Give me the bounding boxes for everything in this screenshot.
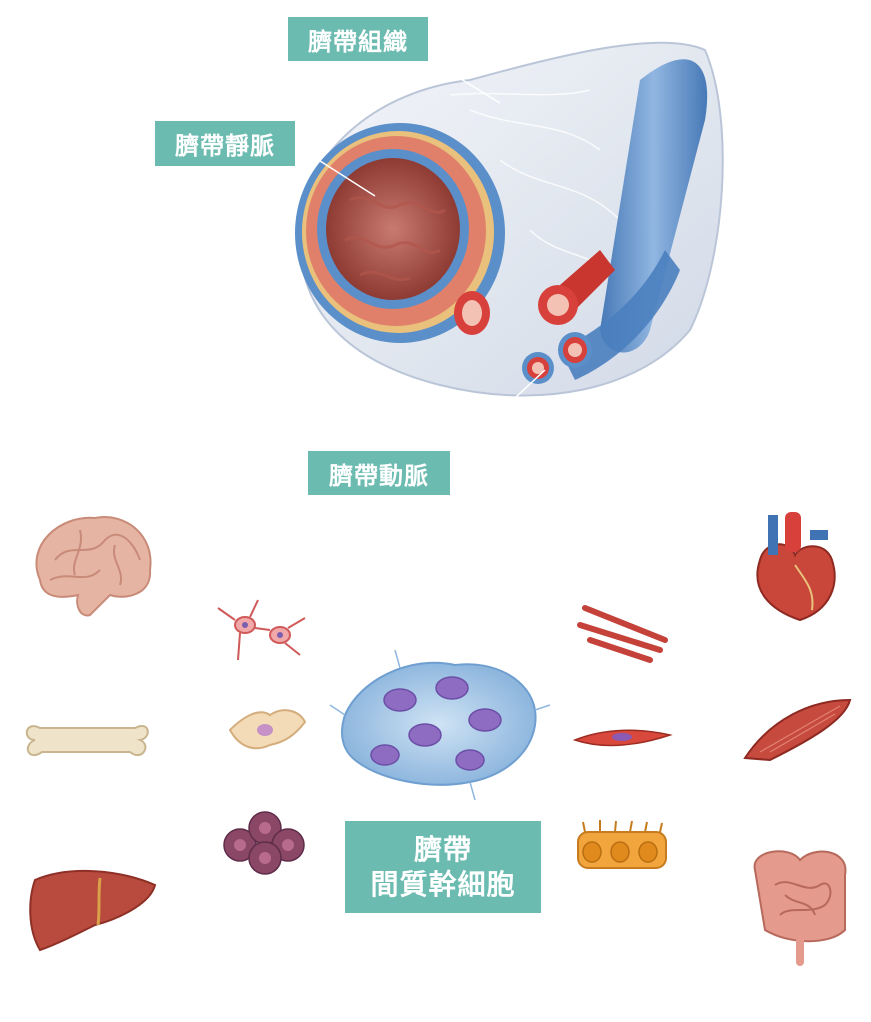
brain-icon (35, 516, 152, 617)
msc-label-line1: 臍帶 (413, 833, 472, 866)
liver-icon (29, 869, 157, 952)
smooth-muscle-cell-icon (572, 729, 673, 747)
artery-ring-2 (538, 250, 615, 325)
umbilical-vein-label: 臍帶靜脈 (155, 121, 295, 166)
intestine-icon (753, 850, 847, 966)
artery-ring-3 (558, 332, 592, 368)
umbilical-msc-label: 臍帶 間質幹細胞 (345, 821, 541, 913)
stem-cell-cluster-icon (329, 649, 551, 801)
lumen-texture (344, 196, 446, 281)
muscle-icon (743, 698, 852, 762)
vein-lumen (326, 158, 460, 300)
fibroblast-icon (228, 709, 307, 750)
leader-lines (294, 59, 546, 411)
vein-tube-long (600, 59, 708, 353)
artery-ring-1 (454, 291, 490, 335)
nerve-cells-icon (217, 599, 306, 661)
artery-ring-4 (522, 352, 554, 384)
umbilical-tissue-label: 臍帶組織 (288, 17, 428, 61)
umbilical-cord-cross-section (294, 41, 724, 411)
heart-icon (756, 512, 836, 622)
muscle-fibers-icon (577, 605, 668, 663)
msc-label-line2: 間質幹細胞 (370, 868, 516, 901)
epithelial-cells-icon (577, 820, 667, 869)
blood-cells-icon (223, 811, 305, 875)
bone-icon (25, 725, 149, 757)
umbilical-artery-label: 臍帶動脈 (308, 451, 450, 495)
